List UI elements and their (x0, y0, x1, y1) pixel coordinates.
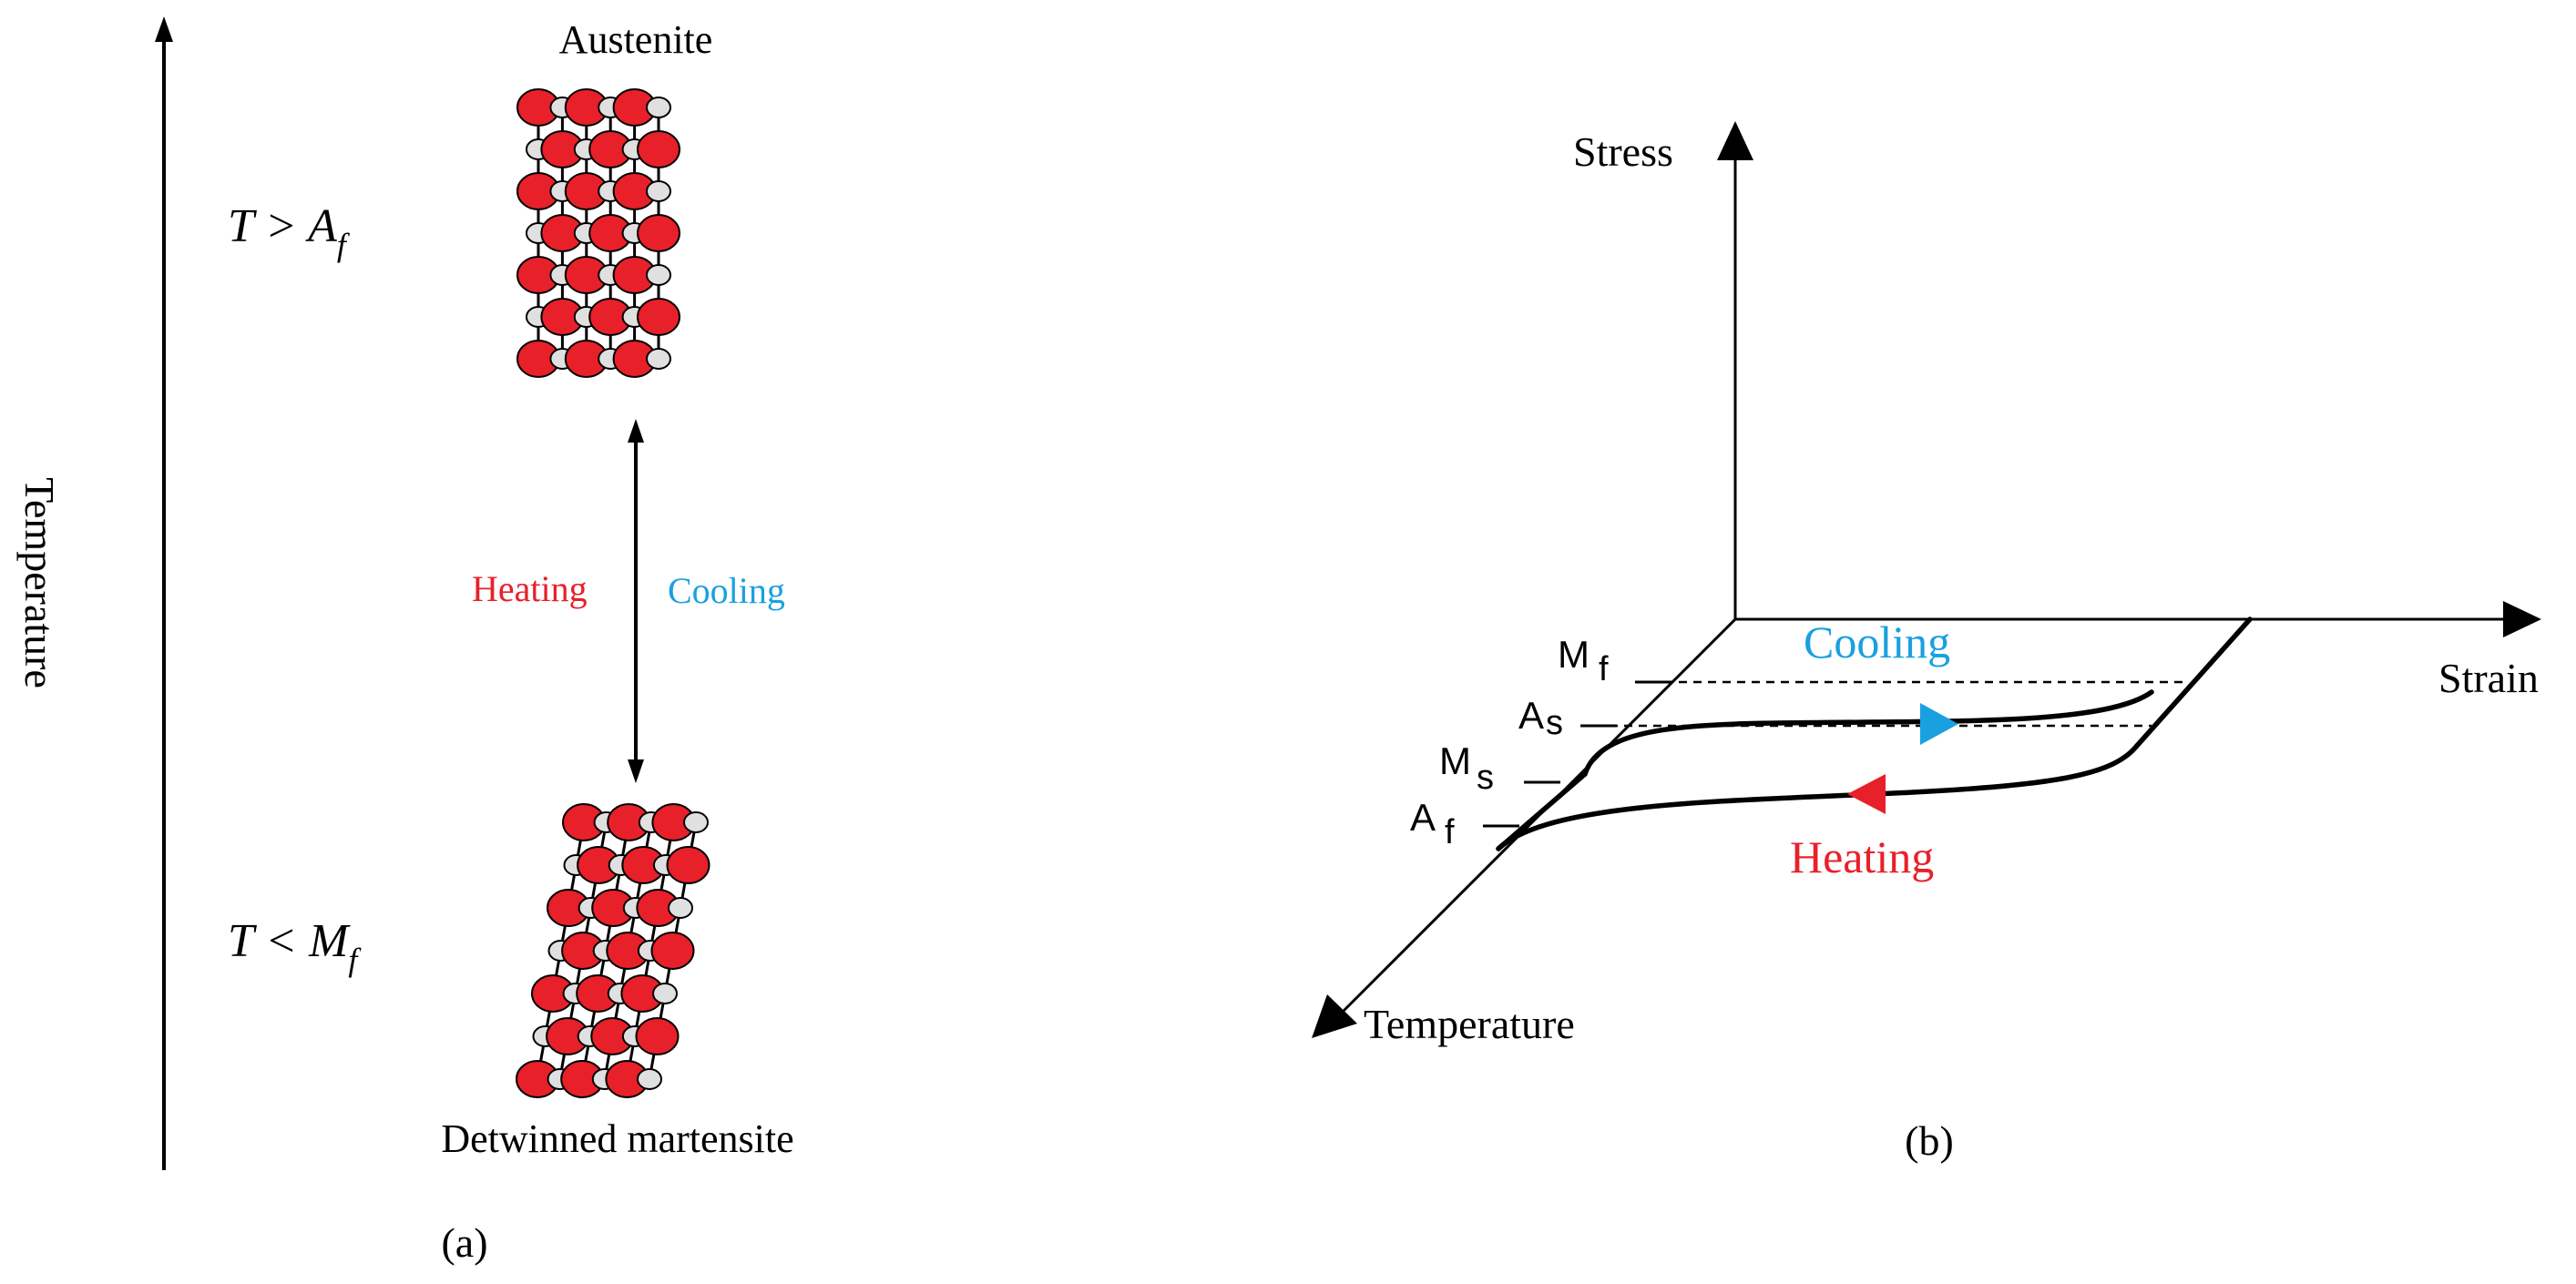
condition-below-mf: T < Mf (228, 915, 362, 978)
austenite-label: Austenite (559, 17, 713, 62)
stress-axis-arrowhead (1717, 121, 1753, 160)
martensite-large-atom (650, 932, 695, 970)
martensite-small-atom (668, 897, 693, 919)
austenite-small-atom (646, 97, 671, 118)
cooling-curve (1582, 689, 2154, 777)
as-label: As (1518, 694, 1563, 742)
martensite-small-atom (683, 811, 709, 833)
austenite-large-atom (637, 214, 680, 252)
temperature-axis-arrowhead (155, 16, 173, 42)
heating-direction-arrow (1847, 774, 1886, 814)
martensite-small-atom (637, 1068, 662, 1090)
left-edge (1496, 771, 1588, 851)
austenite-small-atom (646, 264, 671, 286)
austenite-lattice (516, 88, 680, 378)
austenite-small-atom (646, 180, 671, 202)
martensite-label: Detwinned martensite (441, 1116, 793, 1161)
right-edge (2133, 617, 2253, 749)
martensite-large-atom (666, 846, 710, 884)
austenite-large-atom (637, 298, 680, 336)
temperature-axis-label: Temperature (16, 477, 63, 688)
caption-a: (a) (441, 1219, 487, 1266)
austenite-large-atom (637, 130, 680, 168)
martensite-lattice (516, 803, 710, 1098)
cooling-label-a: Cooling (668, 570, 785, 611)
cooling-label-b: Cooling (1804, 617, 1950, 667)
strain-axis-label: Strain (2438, 655, 2539, 701)
caption-b: (b) (1905, 1117, 1954, 1164)
temperature-axis-label-b: Temperature (1364, 1001, 1575, 1047)
martensite-large-atom (635, 1017, 680, 1055)
heating-label-b: Heating (1790, 831, 1934, 882)
martensite-small-atom (652, 983, 678, 1004)
strain-axis-arrowhead (2503, 601, 2541, 637)
transformation-double-arrow (628, 419, 644, 783)
panel-a: Temperature Austenite T > Af Heating Coo… (16, 16, 794, 1266)
heating-label-a: Heating (472, 568, 588, 609)
stress-axis-label: Stress (1573, 128, 1673, 175)
condition-above-af: T > Af (228, 200, 351, 263)
austenite-small-atom (646, 348, 671, 370)
temperature-axis-arrowhead-b (1312, 994, 1357, 1038)
cooling-direction-arrow (1920, 703, 1958, 745)
